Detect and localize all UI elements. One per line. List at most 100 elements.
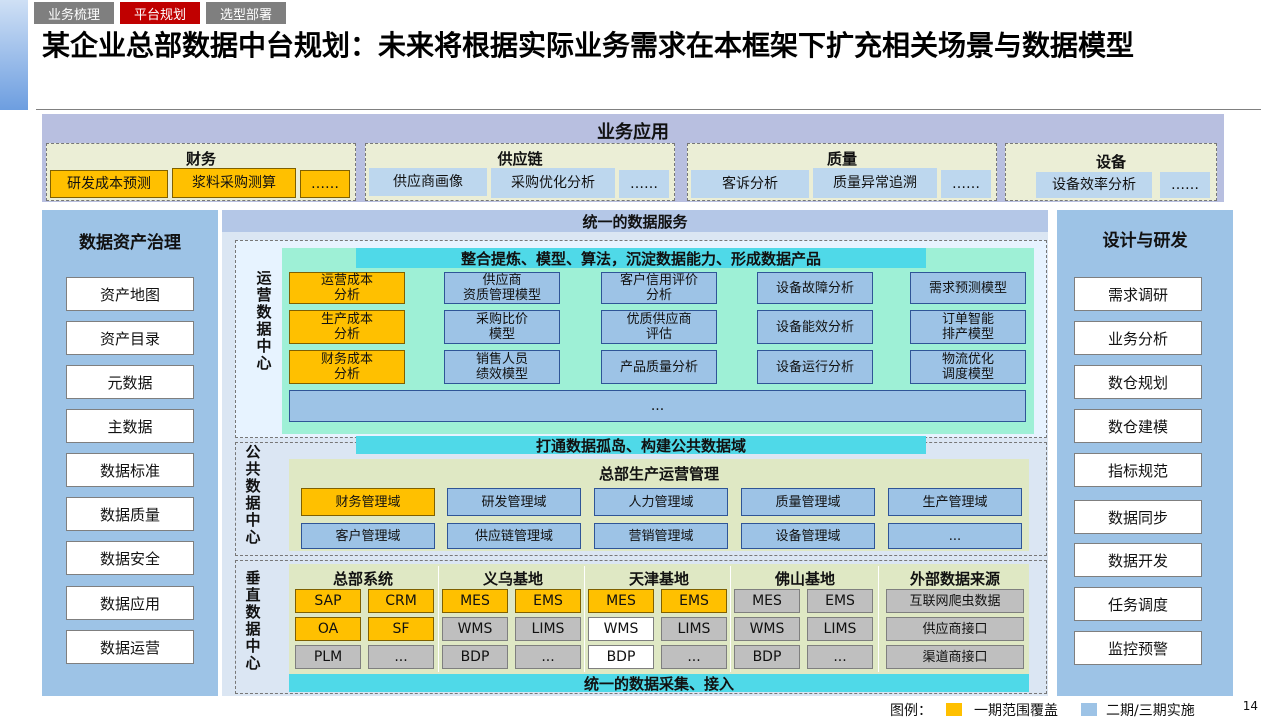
gov-item-asset-catalog[interactable]: 资产目录 <box>66 321 194 355</box>
sys-foshan-wms[interactable]: WMS <box>734 617 800 641</box>
model-product-quality[interactable]: 产品质量分析 <box>601 350 717 384</box>
app-supplier-portrait[interactable]: 供应商画像 <box>369 168 487 196</box>
gov-item-data-standard[interactable]: 数据标准 <box>66 453 194 487</box>
gov-item-metadata[interactable]: 元数据 <box>66 365 194 399</box>
domain-supply-chain[interactable]: 供应链管理域 <box>447 523 581 549</box>
sys-foshan-ems[interactable]: EMS <box>807 589 873 613</box>
gov-item-master-data[interactable]: 主数据 <box>66 409 194 443</box>
sys-tianjin-lims[interactable]: LIMS <box>661 617 727 641</box>
domain-production[interactable]: 生产管理域 <box>888 488 1022 516</box>
ops-more[interactable]: ... <box>289 390 1026 422</box>
model-logistics-dispatch[interactable]: 物流优化 调度模型 <box>910 350 1026 384</box>
domain-customer[interactable]: 客户管理域 <box>301 523 435 549</box>
domain-rd[interactable]: 研发管理域 <box>447 488 581 516</box>
vertical-data-center-label: 垂直数据中心 <box>245 569 261 672</box>
gov-item-data-application[interactable]: 数据应用 <box>66 586 194 620</box>
app-equipment-more[interactable]: …… <box>1160 172 1210 198</box>
group-hq-systems-title: 总部系统 <box>332 570 393 588</box>
rd-item-metric-spec[interactable]: 指标规范 <box>1074 453 1202 487</box>
app-equipment-efficiency[interactable]: 设备效率分析 <box>1036 172 1152 198</box>
title-divider <box>36 109 1261 110</box>
model-equipment-fault[interactable]: 设备故障分析 <box>757 272 873 304</box>
app-complaint-analysis[interactable]: 客诉分析 <box>691 170 809 198</box>
rd-item-data-sync[interactable]: 数据同步 <box>1074 500 1202 534</box>
tab-business-review[interactable]: 业务梳理 <box>34 2 114 24</box>
app-rd-cost-forecast[interactable]: 研发成本预测 <box>50 170 168 198</box>
gov-item-asset-map[interactable]: 资产地图 <box>66 277 194 311</box>
model-quality-supplier-eval[interactable]: 优质供应商 评估 <box>601 310 717 344</box>
domain-more[interactable]: ... <box>888 523 1022 549</box>
rd-item-warehouse-planning[interactable]: 数仓规划 <box>1074 365 1202 399</box>
app-quality-more[interactable]: …… <box>941 170 991 198</box>
tab-selection-deployment[interactable]: 选型部署 <box>206 2 286 24</box>
sys-tianjin-wms[interactable]: WMS <box>588 617 654 641</box>
app-finance-more[interactable]: …… <box>300 170 350 198</box>
legend-phase23-text: 二期/三期实施 <box>1106 703 1195 719</box>
rd-item-data-development[interactable]: 数据开发 <box>1074 543 1202 577</box>
model-production-cost[interactable]: 生产成本 分析 <box>289 310 405 344</box>
group-divider <box>878 566 879 672</box>
app-purchase-optimization[interactable]: 采购优化分析 <box>491 168 615 198</box>
sys-tianjin-bdp[interactable]: BDP <box>588 645 654 669</box>
ops-data-center-label: 运营数据中心 <box>256 269 272 372</box>
domain-equipment[interactable]: 设备管理域 <box>741 523 875 549</box>
gov-item-data-quality[interactable]: 数据质量 <box>66 497 194 531</box>
domain-hr[interactable]: 人力管理域 <box>594 488 728 516</box>
sys-foshan-mes[interactable]: MES <box>734 589 800 613</box>
model-ops-cost-analysis[interactable]: 运营成本 分析 <box>289 272 405 304</box>
sys-hq-more[interactable]: ... <box>368 645 434 669</box>
sys-foshan-more[interactable]: ... <box>807 645 873 669</box>
sys-tianjin-more[interactable]: ... <box>661 645 727 669</box>
model-order-scheduling[interactable]: 订单智能 排产模型 <box>910 310 1026 344</box>
domain-quality[interactable]: 质量管理域 <box>741 488 875 516</box>
app-quality-trace[interactable]: 质量异常追溯 <box>813 168 937 198</box>
sys-foshan-lims[interactable]: LIMS <box>807 617 873 641</box>
design-rd-title: 设计与研发 <box>1102 231 1188 251</box>
sys-yiwu-more[interactable]: ... <box>515 645 581 669</box>
model-sales-performance[interactable]: 销售人员 绩效模型 <box>444 350 560 384</box>
gov-item-data-operation[interactable]: 数据运营 <box>66 630 194 664</box>
sys-hq-crm[interactable]: CRM <box>368 589 434 613</box>
domain-marketing[interactable]: 营销管理域 <box>594 523 728 549</box>
sys-ext-channel-api[interactable]: 渠道商接口 <box>886 645 1024 669</box>
public-data-center-label: 公共数据中心 <box>245 443 261 546</box>
model-demand-forecast[interactable]: 需求预测模型 <box>910 272 1026 304</box>
model-equipment-energy[interactable]: 设备能效分析 <box>757 310 873 344</box>
rd-item-business-analysis[interactable]: 业务分析 <box>1074 321 1202 355</box>
legend-phase1-swatch <box>946 703 962 716</box>
sys-yiwu-ems[interactable]: EMS <box>515 589 581 613</box>
rd-item-warehouse-modeling[interactable]: 数仓建模 <box>1074 409 1202 443</box>
domain-finance[interactable]: 财务管理域 <box>301 488 435 516</box>
sys-hq-oa[interactable]: OA <box>295 617 361 641</box>
sys-yiwu-wms[interactable]: WMS <box>442 617 508 641</box>
legend-phase23-swatch <box>1081 703 1097 716</box>
rd-item-task-scheduling[interactable]: 任务调度 <box>1074 587 1202 621</box>
sys-tianjin-mes[interactable]: MES <box>588 589 654 613</box>
sys-hq-plm[interactable]: PLM <box>295 645 361 669</box>
design-rd-panel: 设计与研发 需求调研 业务分析 数仓规划 数仓建模 指标规范 数据同步 数据开发… <box>1057 210 1233 696</box>
gov-item-data-security[interactable]: 数据安全 <box>66 541 194 575</box>
sys-foshan-bdp[interactable]: BDP <box>734 645 800 669</box>
app-pulp-purchase-estimate[interactable]: 浆料采购测算 <box>172 168 296 198</box>
model-customer-credit[interactable]: 客户信用评价 分析 <box>601 272 717 304</box>
model-supplier-qualification[interactable]: 供应商 资质管理模型 <box>444 272 560 304</box>
model-finance-cost[interactable]: 财务成本 分析 <box>289 350 405 384</box>
sys-hq-sap[interactable]: SAP <box>295 589 361 613</box>
model-purchase-price-compare[interactable]: 采购比价 模型 <box>444 310 560 344</box>
vertical-data-center-region <box>235 560 1047 694</box>
sys-tianjin-ems[interactable]: EMS <box>661 589 727 613</box>
rd-item-monitoring-alert[interactable]: 监控预警 <box>1074 631 1202 665</box>
hq-ops-management-title: 总部生产运营管理 <box>598 465 719 483</box>
sys-yiwu-lims[interactable]: LIMS <box>515 617 581 641</box>
sys-hq-sf[interactable]: SF <box>368 617 434 641</box>
rd-item-requirement-research[interactable]: 需求调研 <box>1074 277 1202 311</box>
sys-yiwu-bdp[interactable]: BDP <box>442 645 508 669</box>
sys-ext-supplier-api[interactable]: 供应商接口 <box>886 617 1024 641</box>
app-supply-chain-more[interactable]: …… <box>619 170 669 198</box>
sys-ext-web-crawler[interactable]: 互联网爬虫数据 <box>886 589 1024 613</box>
category-supply-chain-title: 供应链 <box>497 150 543 168</box>
sys-yiwu-mes[interactable]: MES <box>442 589 508 613</box>
page-number: 14 <box>1242 699 1258 713</box>
tab-platform-planning[interactable]: 平台规划 <box>120 2 200 24</box>
model-equipment-operation[interactable]: 设备运行分析 <box>757 350 873 384</box>
